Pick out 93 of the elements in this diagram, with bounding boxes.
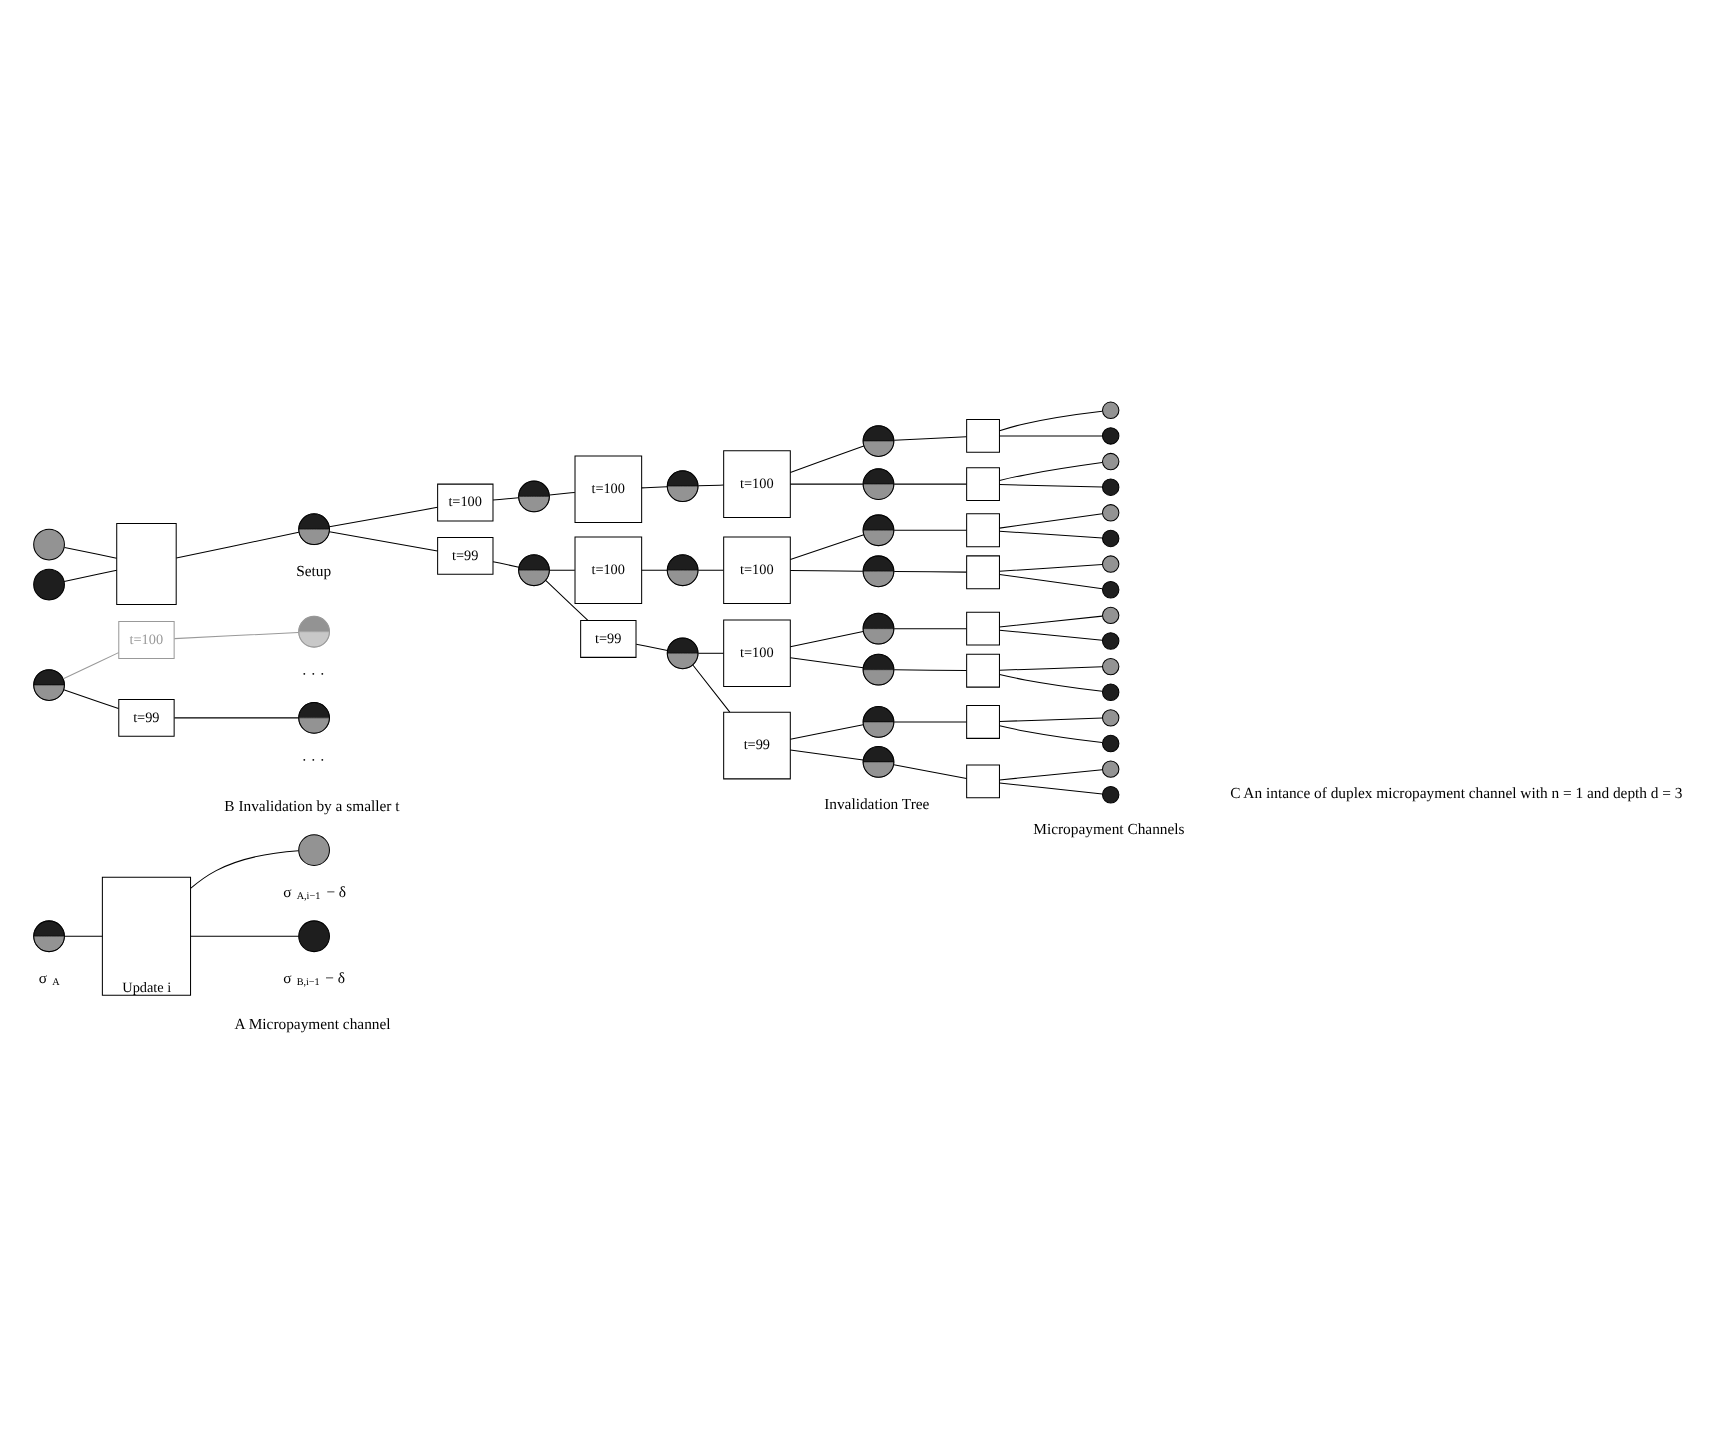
connector [789,482,864,484]
node-circle [1101,400,1120,418]
connector [64,934,103,936]
connector [893,528,967,530]
node-circle [1101,477,1120,495]
connector [64,546,118,558]
connector [998,781,1103,794]
node-label: · · · [301,663,325,682]
node-circle [1101,656,1120,675]
connector [492,560,520,567]
connector [893,435,967,440]
connector [328,505,439,527]
node-circle [33,567,65,600]
connector [789,533,865,559]
node-circle [1101,554,1120,572]
connector [789,569,864,571]
connector [998,768,1103,780]
connector [62,651,120,679]
connector [549,568,576,570]
node-circle [33,527,65,560]
connector [998,716,1103,721]
connector [893,720,967,722]
label: Setup [296,560,332,579]
node-circle [1101,528,1120,547]
connector [789,723,864,739]
label: B Invalidation by a smaller t [224,795,400,814]
connector [998,512,1103,528]
connector [998,572,1103,589]
node-box [966,704,1000,738]
connector [545,578,589,620]
connector [893,627,967,629]
connector [173,716,299,718]
node-circle [1101,708,1120,726]
connector [190,934,300,936]
node-circle [1101,503,1120,521]
connector [549,490,576,495]
connector [635,642,668,650]
connector [999,461,1103,480]
connector [789,748,864,760]
connector [641,568,668,570]
connector [998,563,1103,571]
connector [999,673,1103,691]
connector [893,763,968,778]
connector [328,530,439,551]
connector [999,409,1103,431]
connector [492,496,520,500]
node-label: · · · [301,750,325,769]
connector [190,849,299,888]
label: C An intance of duplex micropayment channel with n = 1 and depth d = 3 [1230,783,1683,802]
connector [998,665,1103,670]
label: A Micropayment channel [234,1014,391,1033]
node-circle [1101,785,1120,803]
connector [692,663,731,712]
node-circle [298,833,330,866]
node-circle [1101,759,1120,777]
connector [893,482,967,484]
node-box [966,418,1000,452]
node-circle [1101,733,1120,752]
label: Micropayment Channels [1033,819,1185,838]
connector [893,668,967,671]
node-box [966,652,1000,687]
node-circle [1101,426,1120,444]
node-box [966,512,1000,547]
node-box [966,610,1000,645]
connector [697,483,724,486]
connector [63,568,118,582]
node-box [966,763,1000,798]
label: Invalidation Tree [824,793,930,812]
connector [173,630,299,639]
connector [641,485,668,488]
connector [697,651,724,653]
connector [998,434,1103,436]
node-box [116,522,177,605]
connector [893,569,967,572]
node-box [966,466,1000,501]
connector [998,483,1103,487]
connector [998,614,1103,627]
connector [999,724,1103,743]
node-circle [1101,451,1120,470]
node-circle [298,919,330,952]
connector [175,530,300,558]
node-box [966,554,1000,589]
connector [789,444,865,472]
node-circle [1101,605,1120,624]
connector [63,688,119,709]
connector [998,628,1103,640]
connector [697,568,724,570]
connector [998,529,1103,538]
connector [789,656,864,668]
node-circle [1101,580,1120,598]
node-circle [1101,682,1120,700]
connector [789,630,864,647]
node-circle [1101,631,1120,649]
